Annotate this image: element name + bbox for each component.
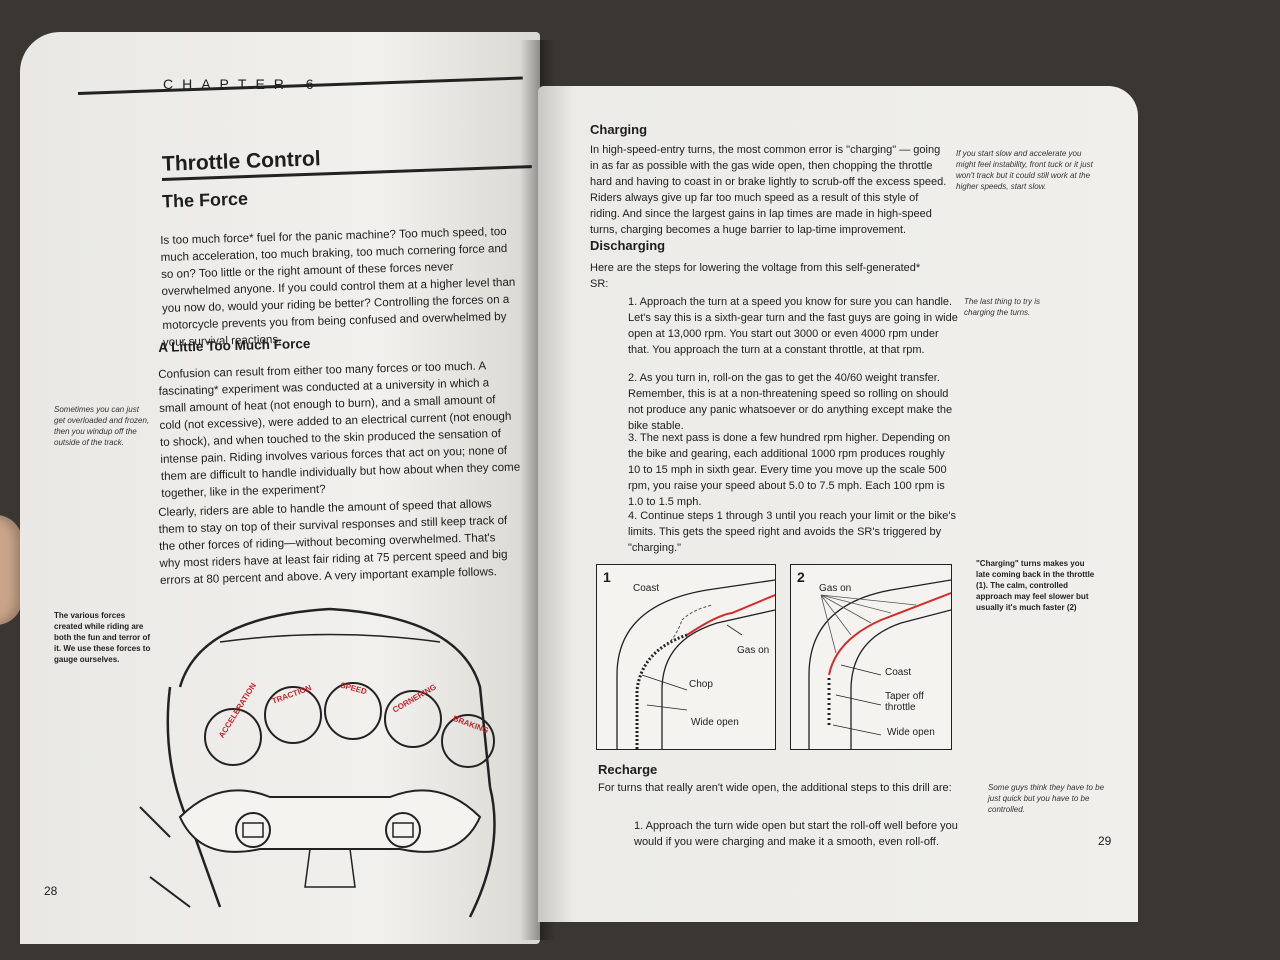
heading-recharge: Recharge <box>598 762 658 777</box>
step-2: 2. As you turn in, roll-on the gas to ge… <box>628 372 953 432</box>
step-1: 1. Approach the turn at a speed you know… <box>628 296 958 356</box>
gauge-braking <box>441 714 495 768</box>
discharging-intro: Here are the steps for lowering the volt… <box>590 262 921 290</box>
sidenote-forces: The various forces created while riding … <box>54 611 151 664</box>
diagram-1-track <box>616 579 775 749</box>
diagram-2-label-gas-on: Gas on <box>819 583 852 594</box>
page-number-left: 28 <box>44 884 58 898</box>
paragraph-charging: In high-speed-entry turns, the most comm… <box>590 144 947 236</box>
gauge-cornering <box>384 690 442 748</box>
heading-discharging: Discharging <box>590 238 666 253</box>
diagram-2: 2 Gas on Coast Taper off throttle Wide o… <box>790 564 952 750</box>
sidenote-start-slow: If you start slow and accelerate you mig… <box>956 149 1093 191</box>
diagram-2-label-coast: Coast <box>885 667 912 678</box>
diagram-2-track <box>808 579 951 749</box>
diagram-1-label-wide-open: Wide open <box>691 717 739 728</box>
diagram-caption: "Charging" turns makes you late coming b… <box>976 559 1095 612</box>
sidenote-overload: Sometimes you can just get overloaded an… <box>54 405 150 447</box>
dashboard-illustration <box>139 607 496 918</box>
gauge-traction <box>264 686 322 744</box>
gauge-acceleration <box>204 708 262 766</box>
sidenote-controlled: Some guys think they have to be just qui… <box>988 783 1105 814</box>
diagram-1-number: 1 <box>603 569 611 585</box>
recharge-step-1: 1. Approach the turn wide open but start… <box>634 820 958 848</box>
page-subtitle: The Force <box>161 188 249 212</box>
diagram-2-number: 2 <box>797 569 805 585</box>
diagram-2-label-wide-open: Wide open <box>887 727 935 738</box>
diagram-1-label-chop: Chop <box>689 679 713 690</box>
step-3: 3. The next pass is done a few hundred r… <box>628 432 951 508</box>
step-4: 4. Continue steps 1 through 3 until you … <box>628 510 957 554</box>
intro-paragraph: Is too much force* fuel for the panic ma… <box>160 224 516 349</box>
right-page: Charging In high-speed-entry turns, the … <box>538 86 1138 922</box>
left-page: CHAPTER 6 Throttle Control The Force Is … <box>20 32 540 944</box>
diagram-1-label-coast: Coast <box>633 583 660 594</box>
recharge-paragraph: For turns that really aren't wide open, … <box>598 782 952 794</box>
diagram-1-label-gas-on: Gas on <box>737 645 770 656</box>
page-number-right: 29 <box>1098 834 1112 848</box>
thumb <box>0 515 22 625</box>
sidenote-last-thing: The last thing to try is charging the tu… <box>964 297 1041 317</box>
heading-charging: Charging <box>590 122 648 137</box>
section-heading: A Little Too Much Force <box>158 336 311 355</box>
paragraph-1: Confusion can result from either too man… <box>158 359 521 500</box>
paragraph-2: Clearly, riders are able to handle the a… <box>158 497 508 587</box>
diagram-2-label-taper-off: Taper off throttle <box>885 691 924 713</box>
diagram-1: 1 Coast Gas on Chop Wide open <box>596 564 776 750</box>
gauge-speed <box>324 682 382 740</box>
